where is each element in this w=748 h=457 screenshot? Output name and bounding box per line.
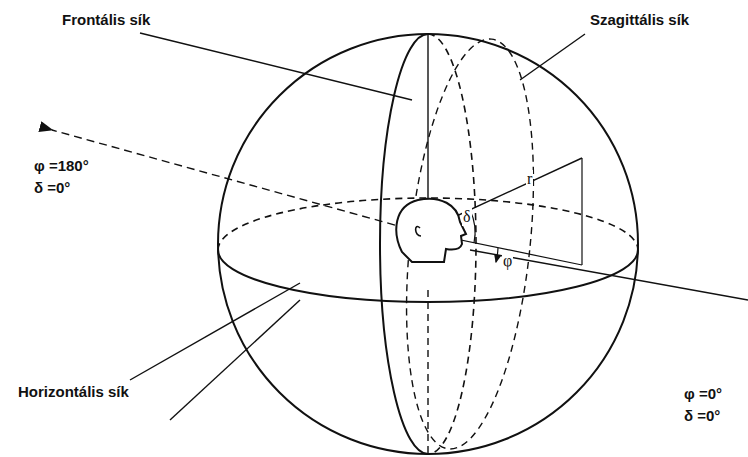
angle-value: φ =180° xyxy=(34,158,89,175)
vector-symbol: r xyxy=(526,170,533,188)
plane-label: Szagittális sík xyxy=(590,12,689,29)
plane-label: Horizontális sík xyxy=(18,384,129,401)
angle-value: δ =0° xyxy=(34,180,70,197)
angle-value: φ =0° xyxy=(684,386,722,403)
angle-symbol: δ xyxy=(462,208,472,226)
plane-label: Frontális sík xyxy=(62,12,150,29)
angle-symbol: φ xyxy=(502,252,513,270)
angle-value: δ =0° xyxy=(684,408,720,425)
